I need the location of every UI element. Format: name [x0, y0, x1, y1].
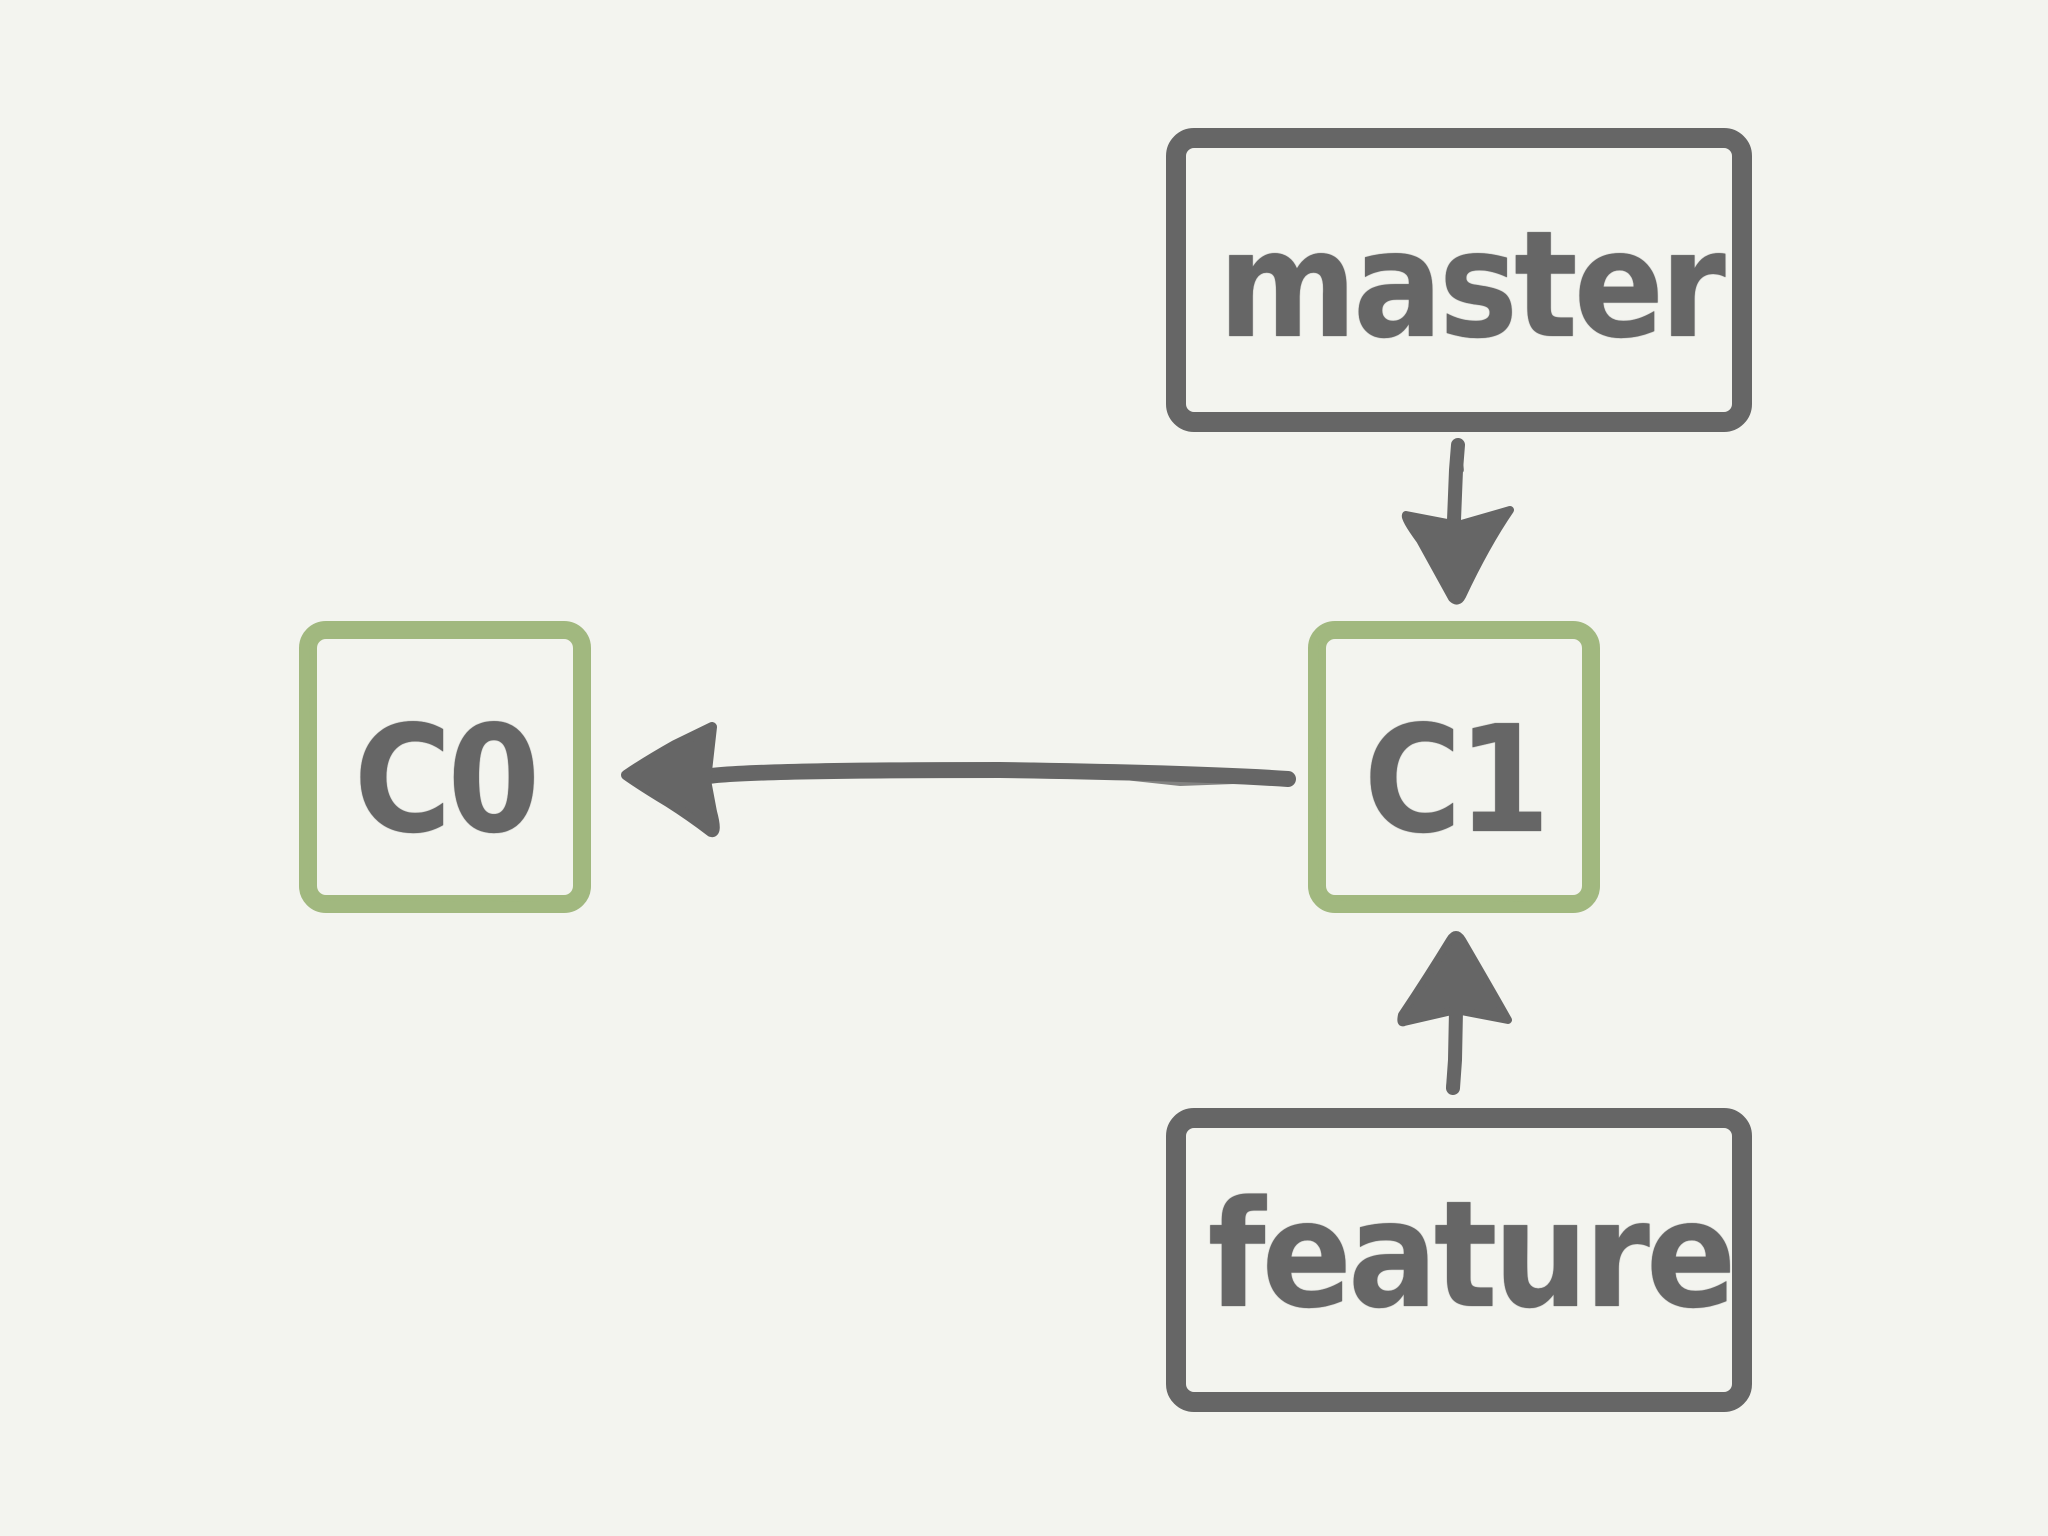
branch-box-feature	[1166, 1108, 1752, 1412]
branch-label-master: master	[1218, 199, 1726, 371]
commit-label-c1: C1	[1363, 694, 1550, 866]
arrow-master-to-c1	[1401, 438, 1514, 605]
commit-box-c0	[299, 621, 591, 913]
arrow-feature-to-c1	[1397, 931, 1512, 1095]
branch-label-feature: feature	[1207, 1169, 1737, 1341]
commit-label-c0: C0	[353, 694, 540, 866]
arrow-c1-to-c0	[621, 722, 1296, 838]
commit-box-c1	[1308, 621, 1600, 913]
branch-box-master	[1166, 128, 1752, 432]
